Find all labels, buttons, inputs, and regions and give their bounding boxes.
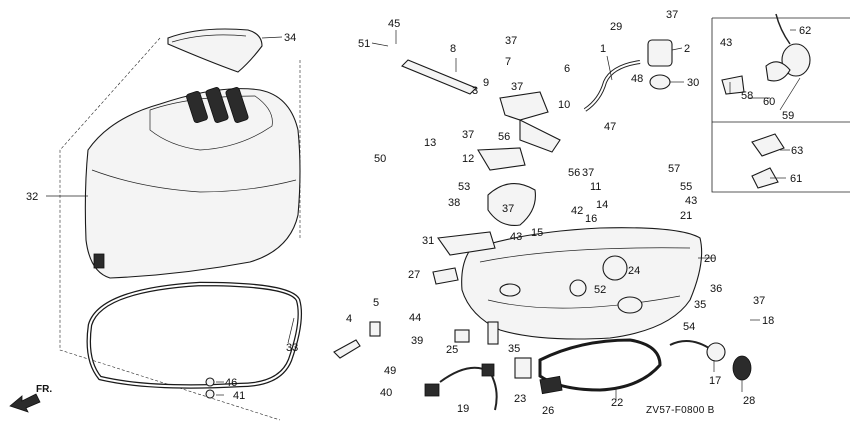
callout-63: 63 bbox=[791, 145, 803, 157]
callout-8: 8 bbox=[450, 43, 456, 55]
leader-lines bbox=[46, 29, 801, 400]
front-direction-arrow: FR. bbox=[9, 384, 52, 413]
sub-assembly-box bbox=[711, 13, 850, 193]
callout-35b: 35 bbox=[694, 299, 706, 311]
callout-41: 41 bbox=[233, 390, 245, 402]
callout-49: 49 bbox=[384, 365, 396, 377]
callout-40: 40 bbox=[380, 387, 392, 399]
callout-59: 59 bbox=[782, 110, 794, 122]
callout-58: 58 bbox=[741, 90, 753, 102]
callout-61: 61 bbox=[790, 173, 802, 185]
callout-6: 6 bbox=[564, 63, 570, 75]
callout-labels: 1 2 3 4 5 6 7 8 9 10 11 12 13 14 15 16 1… bbox=[26, 9, 811, 417]
callout-26: 26 bbox=[542, 405, 554, 417]
callout-30: 30 bbox=[687, 77, 699, 89]
callout-12: 12 bbox=[462, 153, 474, 165]
callout-4: 4 bbox=[346, 313, 352, 325]
callout-60: 60 bbox=[763, 96, 775, 108]
callout-42: 42 bbox=[571, 205, 583, 217]
callout-52: 52 bbox=[594, 284, 606, 296]
callout-50: 50 bbox=[374, 153, 386, 165]
callout-44: 44 bbox=[409, 312, 421, 324]
callout-21: 21 bbox=[680, 210, 692, 222]
cover-lid-part bbox=[167, 28, 263, 73]
callout-38: 38 bbox=[448, 197, 460, 209]
callout-56b: 56 bbox=[568, 167, 580, 179]
lower-case-group bbox=[333, 39, 752, 411]
callout-45: 45 bbox=[388, 18, 400, 30]
callout-57: 57 bbox=[668, 163, 680, 175]
callout-39: 39 bbox=[411, 335, 423, 347]
callout-37g: 37 bbox=[753, 295, 765, 307]
callout-46: 46 bbox=[225, 377, 237, 389]
callout-9: 9 bbox=[483, 77, 489, 89]
callout-7: 7 bbox=[505, 56, 511, 68]
callout-34: 34 bbox=[284, 32, 296, 44]
callout-5: 5 bbox=[373, 297, 379, 309]
callout-17: 17 bbox=[709, 375, 721, 387]
callout-15: 15 bbox=[531, 227, 543, 239]
callout-37c: 37 bbox=[511, 81, 523, 93]
diagram-code: ZV57-F0800 B bbox=[646, 405, 715, 416]
callout-11: 11 bbox=[590, 181, 601, 193]
callout-22: 22 bbox=[611, 397, 623, 409]
callout-54: 54 bbox=[683, 321, 695, 333]
callout-18: 18 bbox=[762, 315, 774, 327]
callout-24: 24 bbox=[628, 265, 640, 277]
callout-37f: 37 bbox=[502, 203, 514, 215]
callout-55: 55 bbox=[680, 181, 692, 193]
callout-62: 62 bbox=[799, 25, 811, 37]
callout-29: 29 bbox=[610, 21, 622, 33]
callout-20: 20 bbox=[704, 253, 716, 265]
callout-10: 10 bbox=[558, 99, 570, 111]
callout-3: 3 bbox=[472, 85, 478, 97]
callout-37d: 37 bbox=[462, 129, 474, 141]
arrow-icon bbox=[9, 393, 41, 413]
callout-19: 19 bbox=[457, 403, 469, 415]
callout-43c: 43 bbox=[720, 37, 732, 49]
callout-35a: 35 bbox=[508, 343, 520, 355]
callout-14: 14 bbox=[596, 199, 608, 211]
callout-33: 33 bbox=[286, 342, 298, 354]
callout-1: 1 bbox=[600, 43, 606, 55]
callout-48: 48 bbox=[631, 73, 643, 85]
callout-27: 27 bbox=[408, 269, 420, 281]
callout-31: 31 bbox=[422, 235, 434, 247]
callout-37a: 37 bbox=[666, 9, 678, 21]
callout-37e: 37 bbox=[582, 167, 594, 179]
callout-28: 28 bbox=[743, 395, 755, 407]
callout-43a: 43 bbox=[510, 231, 522, 243]
callout-43b: 43 bbox=[685, 195, 697, 207]
callout-23: 23 bbox=[514, 393, 526, 405]
callout-2: 2 bbox=[684, 43, 690, 55]
front-arrow-label: FR. bbox=[36, 384, 52, 395]
callout-47: 47 bbox=[604, 121, 616, 133]
callout-25: 25 bbox=[446, 344, 458, 356]
callout-16: 16 bbox=[585, 213, 597, 225]
callout-32: 32 bbox=[26, 191, 38, 203]
callout-13: 13 bbox=[424, 137, 436, 149]
callout-56a: 56 bbox=[498, 131, 510, 143]
engine-cover-group bbox=[59, 28, 302, 421]
callout-36: 36 bbox=[710, 283, 722, 295]
callout-51: 51 bbox=[358, 38, 370, 50]
callout-37b: 37 bbox=[505, 35, 517, 47]
callout-53: 53 bbox=[458, 181, 470, 193]
